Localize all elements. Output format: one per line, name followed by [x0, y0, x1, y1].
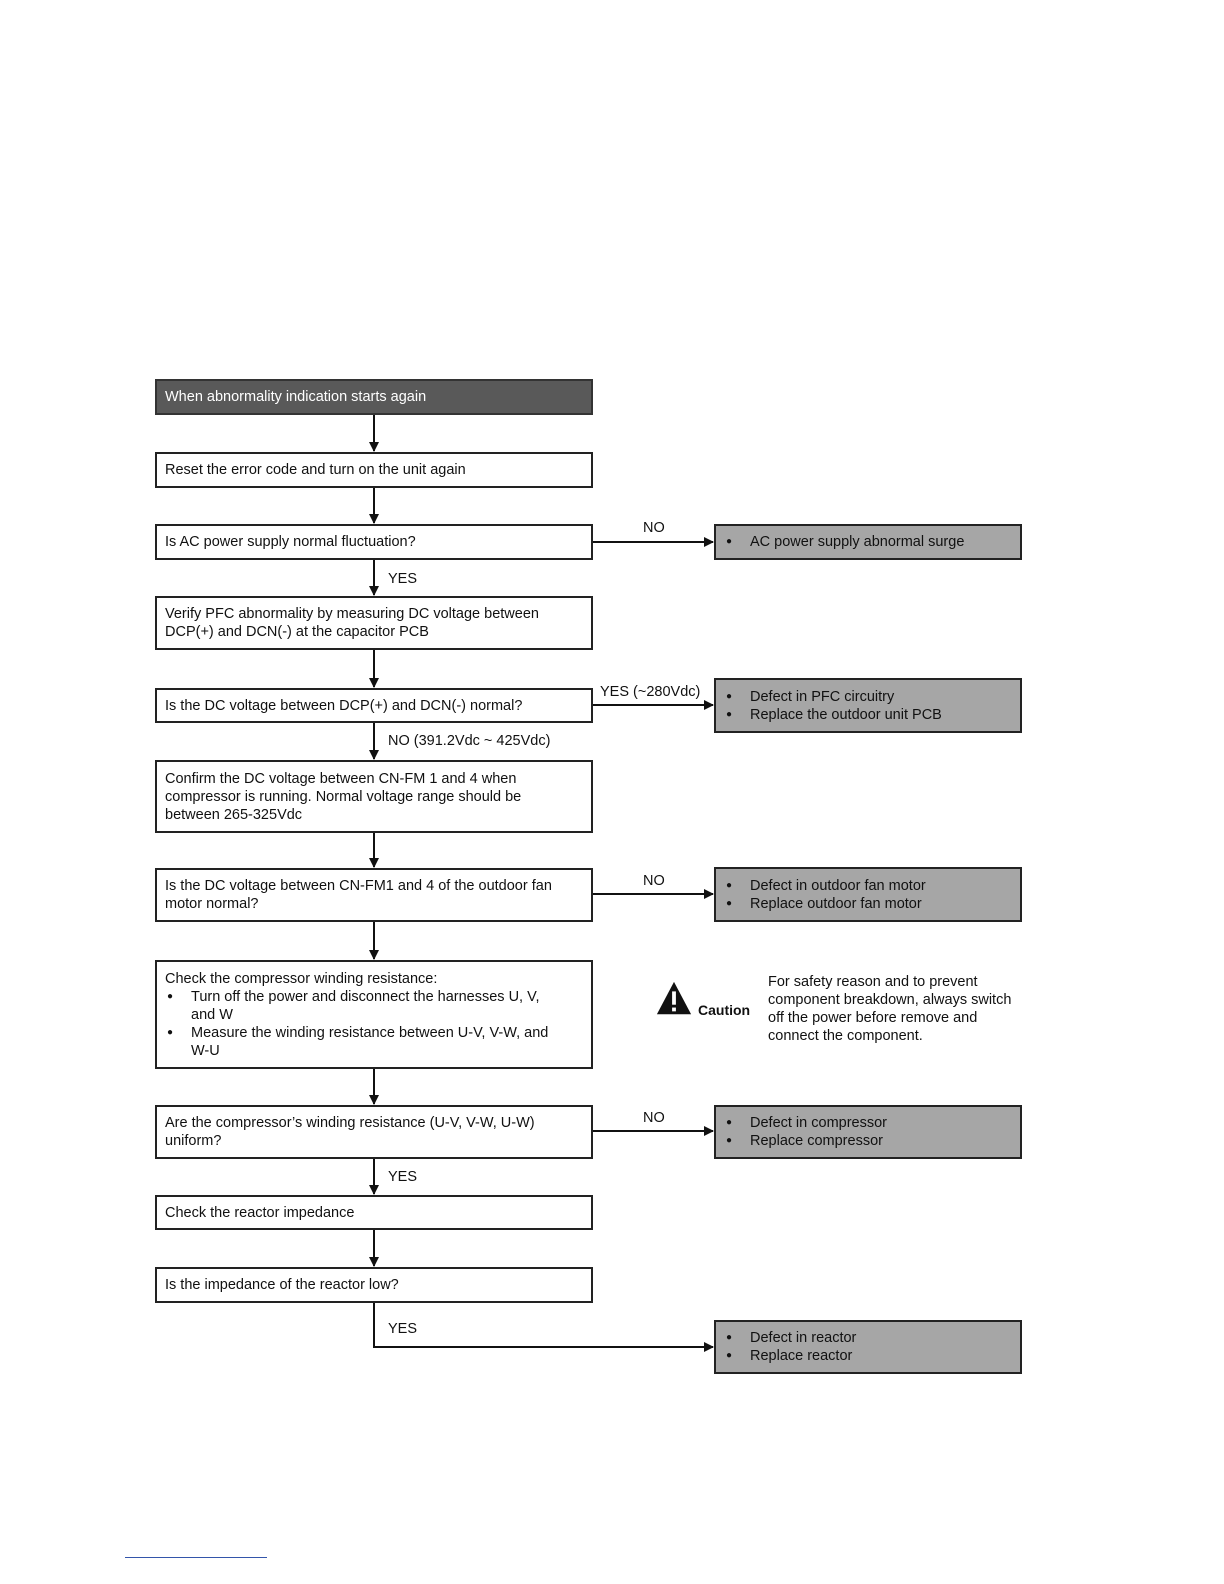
result-item: Defect in reactor	[722, 1329, 856, 1347]
label-winding-no: NO	[643, 1110, 665, 1126]
winding-check-text: Are the compressor’s winding resistance …	[165, 1115, 535, 1149]
reactor-text: Check the reactor impedance	[165, 1204, 355, 1221]
arrow-reactor-yes	[373, 1302, 714, 1352]
caution-note: For safety reason and to prevent compone…	[768, 974, 1012, 1044]
result-item: AC power supply abnormal surge	[722, 533, 964, 551]
result-item: Replace compressor	[722, 1132, 887, 1150]
winding-title: Check the compressor winding resistance:	[165, 971, 438, 987]
caution-label: Caution	[698, 1002, 751, 1018]
reactor-check-text: Is the impedance of the reactor low?	[165, 1277, 399, 1293]
result-item: Replace reactor	[722, 1347, 856, 1365]
winding-check-box: Are the compressor’s winding resistance …	[155, 1105, 593, 1159]
result-item: Replace the outdoor unit PCB	[722, 706, 942, 724]
winding-item: Turn off the power and disconnect the ha…	[165, 988, 583, 1024]
label-fm-no: NO	[643, 873, 665, 889]
footer-rule	[125, 1557, 267, 1558]
confirm-fm-text: Confirm the DC voltage between CN-FM 1 a…	[165, 770, 522, 823]
reactor-box: Check the reactor impedance	[155, 1195, 593, 1230]
ac-check-box: Is AC power supply normal fluctuation?	[155, 524, 593, 560]
reset-text: Reset the error code and turn on the uni…	[165, 462, 466, 478]
reset-box: Reset the error code and turn on the uni…	[155, 452, 593, 488]
result-comp-defect: Defect in compressor Replace compressor	[714, 1105, 1022, 1159]
ac-check-text: Is AC power supply normal fluctuation?	[165, 534, 416, 550]
label-ac-no: NO	[643, 520, 665, 536]
verify-pfc-text: Verify PFC abnormality by measuring DC v…	[165, 606, 539, 640]
label-winding-yes: YES	[388, 1169, 418, 1185]
winding-list: Turn off the power and disconnect the ha…	[165, 988, 583, 1060]
result-ac-surge: AC power supply abnormal surge	[714, 524, 1022, 560]
result-item: Replace outdoor fan motor	[722, 895, 926, 913]
start-text: When abnormality indication starts again	[165, 389, 427, 405]
label-reactor-yes: YES	[388, 1321, 418, 1337]
verify-pfc-box: Verify PFC abnormality by measuring DC v…	[155, 596, 593, 650]
result-pfc-defect: Defect in PFC circuitry Replace the outd…	[714, 678, 1022, 733]
dc-check-box: Is the DC voltage between DCP(+) and DCN…	[155, 688, 593, 723]
fm-check-text: Is the DC voltage between CN-FM1 and 4 o…	[165, 878, 552, 912]
result-reactor-defect: Defect in reactor Replace reactor	[714, 1320, 1022, 1374]
label-ac-yes: YES	[388, 571, 418, 587]
label-dc-no: NO (391.2Vdc ~ 425Vdc)	[388, 733, 551, 749]
winding-item: Measure the winding resistance between U…	[165, 1024, 583, 1060]
dc-check-text: Is the DC voltage between DCP(+) and DCN…	[165, 697, 523, 714]
winding-box: Check the compressor winding resistance:…	[155, 960, 593, 1069]
result-fan-defect: Defect in outdoor fan motor Replace outd…	[714, 867, 1022, 922]
result-item: Defect in PFC circuitry	[722, 688, 942, 706]
confirm-fm-box: Confirm the DC voltage between CN-FM 1 a…	[155, 760, 593, 833]
label-dc-yes: YES (~280Vdc)	[600, 684, 701, 700]
fm-check-box: Is the DC voltage between CN-FM1 and 4 o…	[155, 868, 593, 922]
start-box: When abnormality indication starts again	[155, 379, 593, 415]
result-item: Defect in outdoor fan motor	[722, 877, 926, 895]
reactor-check-box: Is the impedance of the reactor low?	[155, 1267, 593, 1303]
warning-triangle-icon	[656, 981, 692, 1015]
result-item: Defect in compressor	[722, 1114, 887, 1132]
